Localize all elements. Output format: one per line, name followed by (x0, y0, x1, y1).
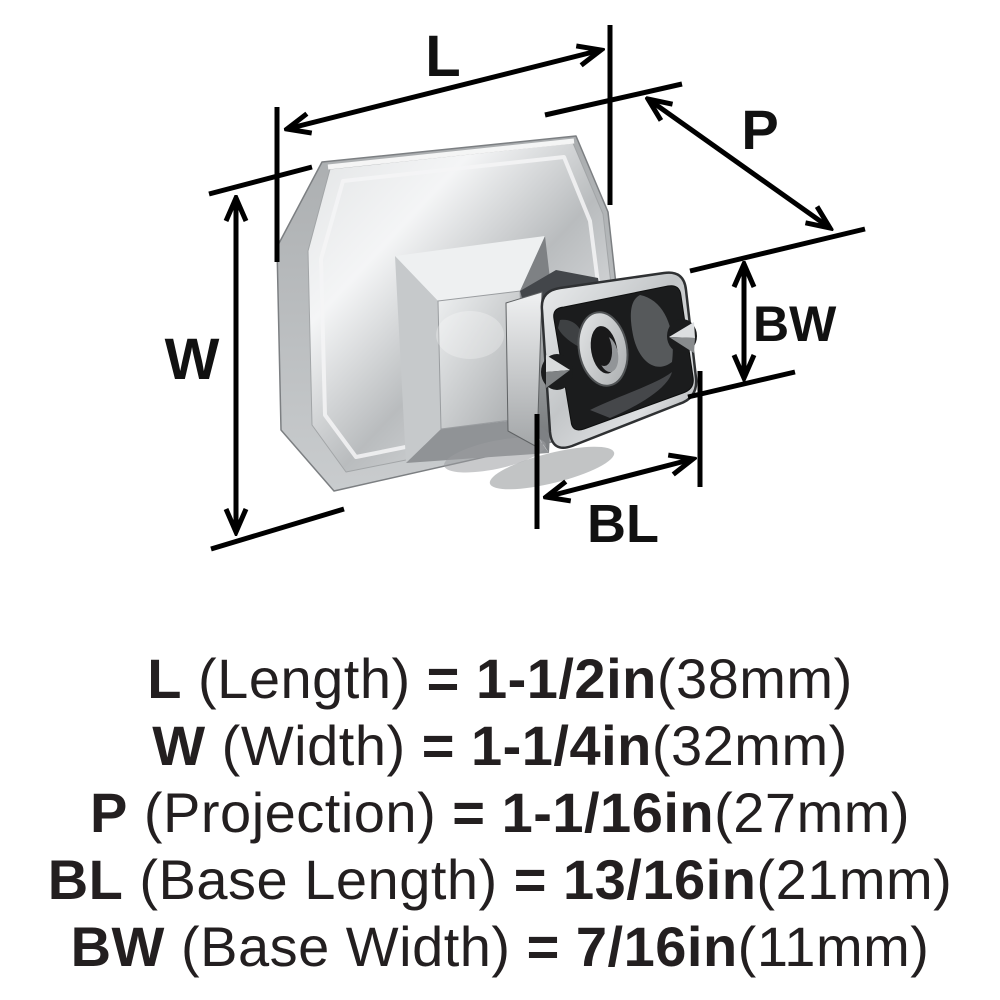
knob-plate-top-highlight (327, 138, 575, 170)
spec-metric: (27mm) (714, 781, 911, 844)
spec-code: BL (47, 848, 124, 911)
spec-imperial: 7/16in (575, 915, 738, 978)
spec-equals: = (421, 714, 455, 777)
spec-metric: (38mm) (656, 647, 853, 710)
stem-shadow (444, 437, 546, 473)
mount-post-right-bottom (669, 337, 695, 353)
mount-post-left-top (546, 355, 570, 372)
knob-boss-facet-left (395, 256, 441, 463)
dim-label-w: W (165, 327, 220, 392)
dim-label-bl: BL (587, 494, 659, 554)
knob-illustration (276, 135, 698, 492)
mount-post-left-bottom (546, 370, 570, 388)
extension-line-p-bottom (689, 226, 866, 274)
spec-imperial: 1-1/4in (470, 714, 652, 777)
spec-imperial: 1-1/16in (501, 781, 715, 844)
spec-code: W (152, 714, 206, 777)
knob-boss-facet-top (395, 236, 545, 301)
dimension-line-p (648, 99, 830, 228)
knob-boss-highlight (436, 311, 504, 359)
spec-line-projection: P (Projection) = 1-1/16in(27mm) (0, 779, 1000, 846)
spec-name: (Length) (198, 647, 411, 710)
extension-line-w-bottom (210, 506, 345, 552)
spec-equals: = (452, 781, 486, 844)
screw-hub (577, 311, 629, 387)
spec-name: (Width) (221, 714, 406, 777)
screw-hole-dark (591, 328, 613, 366)
spec-name: (Projection) (143, 781, 437, 844)
extension-line-p-top (544, 81, 683, 118)
spec-list: L (Length) = 1-1/2in(38mm) W (Width) = 1… (0, 645, 1000, 980)
dim-label-p: P (741, 98, 778, 161)
spec-line-width: W (Width) = 1-1/4in(32mm) (0, 712, 1000, 779)
dimension-line-l (287, 50, 601, 129)
spec-equals: = (513, 848, 547, 911)
spec-code: BW (70, 915, 165, 978)
spec-equals: = (526, 915, 560, 978)
dimension-line-bl (546, 459, 693, 497)
spec-equals: = (426, 647, 460, 710)
extension-line-w-top (208, 164, 313, 197)
spec-line-length: L (Length) = 1-1/2in(38mm) (0, 645, 1000, 712)
spec-imperial: 13/16in (563, 848, 757, 911)
recess-reflection-right (630, 295, 673, 367)
spec-line-base-length: BL (Base Length) = 13/16in(21mm) (0, 846, 1000, 913)
spec-metric: (21mm) (756, 848, 953, 911)
spec-metric: (32mm) (651, 714, 848, 777)
dim-label-l: L (425, 24, 460, 89)
spec-imperial: 1-1/2in (475, 647, 657, 710)
spec-metric: (11mm) (737, 915, 930, 978)
extension-line-bw-bottom (687, 369, 796, 400)
knob-dimension-drawing: L P W BW BL (165, 24, 866, 554)
spec-name: (Base Length) (139, 848, 498, 911)
spec-code: P (89, 781, 128, 844)
recess-reflection-bottom (590, 372, 672, 418)
dim-label-bw: BW (753, 296, 837, 352)
spec-line-base-width: BW (Base Width) = 7/16in(11mm) (0, 913, 1000, 980)
dimension-annotations (208, 25, 866, 552)
spec-code: L (147, 647, 182, 710)
mount-post-right-top (669, 322, 695, 338)
spec-name: (Base Width) (180, 915, 511, 978)
